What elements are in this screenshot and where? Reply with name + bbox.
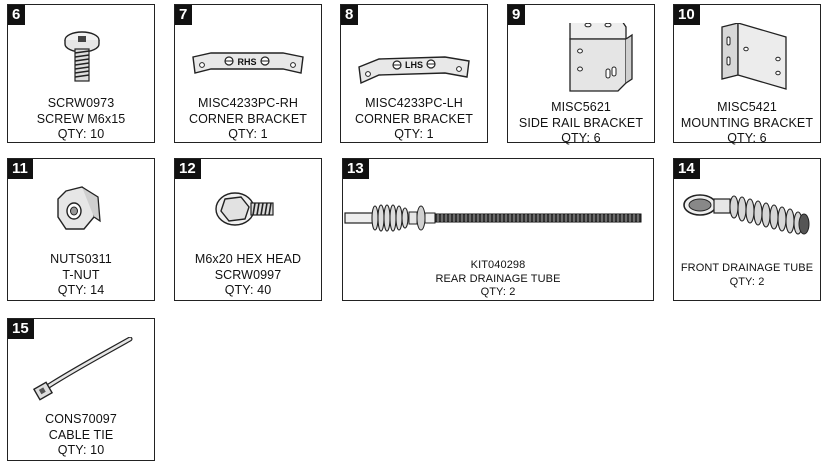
part-description: SCREW M6x15 bbox=[36, 111, 126, 126]
part-card-11: 11 NUTS0311 T-NUT QTY: 14 bbox=[7, 158, 155, 301]
part-code: MISC5421 bbox=[717, 100, 777, 114]
part-description: MOUNTING BRACKET bbox=[680, 115, 814, 130]
part-code: MISC4233PC-RH bbox=[198, 96, 298, 110]
part-number-badge: 10 bbox=[674, 5, 700, 25]
side-rail-bracket-icon bbox=[569, 23, 633, 92]
part-code: CONS70097 bbox=[45, 412, 117, 426]
part-card-8: 8 LHS MISC4233PC-LH CORNER BRACKET QTY: … bbox=[340, 4, 488, 143]
part-quantity: QTY: 2 bbox=[480, 286, 516, 298]
part-code: NUTS0311 bbox=[50, 252, 112, 266]
part-description: T-NUT bbox=[62, 267, 100, 282]
part-code: SCRW0973 bbox=[47, 96, 115, 110]
part-description: CORNER BRACKET bbox=[354, 111, 474, 126]
screw-icon bbox=[64, 31, 100, 82]
part-number-badge: 7 bbox=[175, 5, 193, 25]
part-number-badge: 11 bbox=[8, 159, 33, 179]
part-quantity: QTY: 2 bbox=[729, 275, 765, 288]
part-card-14: 14 FRONT DRAINAGE TUBE QTY: 2 bbox=[673, 158, 821, 301]
mounting-bracket-icon bbox=[721, 23, 787, 90]
part-card-13: 13 bbox=[342, 158, 654, 301]
part-quantity: QTY: 1 bbox=[394, 127, 434, 141]
part-card-7: 7 RHS MISC4233PC-RH CORNER BRACKET QTY: … bbox=[174, 4, 322, 143]
part-quantity: QTY: 10 bbox=[57, 443, 105, 457]
part-quantity: QTY: 14 bbox=[57, 283, 105, 297]
cable-tie-icon bbox=[32, 337, 133, 401]
part-description: CORNER BRACKET bbox=[188, 111, 308, 126]
bracket-stamp: LHS bbox=[405, 60, 423, 70]
part-description: REAR DRAINAGE TUBE bbox=[435, 272, 561, 285]
hex-head-screw-icon bbox=[215, 192, 274, 226]
part-card-9: 9 MISC5621 SIDE RAIL BRACKET QTY: 6 bbox=[507, 4, 655, 145]
rear-drainage-tube-icon bbox=[344, 204, 642, 232]
part-description: FRONT DRAINAGE TUBE bbox=[680, 262, 814, 274]
bracket-stamp: RHS bbox=[237, 57, 256, 67]
part-code: KIT040298 bbox=[470, 259, 526, 271]
part-number-badge: 13 bbox=[343, 159, 369, 179]
part-number-badge: 12 bbox=[175, 159, 201, 179]
part-quantity: QTY: 10 bbox=[57, 127, 105, 141]
part-code: MISC4233PC-LH bbox=[365, 96, 463, 110]
part-description: M6x20 HEX HEAD bbox=[194, 252, 302, 266]
part-card-10: 10 MISC5421 MOUNTING BRACKET QTY: 6 bbox=[673, 4, 821, 145]
part-quantity: QTY: 6 bbox=[561, 131, 601, 145]
part-number-badge: 15 bbox=[8, 319, 34, 339]
corner-bracket-rh-icon: RHS bbox=[192, 52, 304, 74]
part-card-12: 12 M6x20 HEX HEAD SCRW0997 QTY: 40 bbox=[174, 158, 322, 301]
t-nut-icon bbox=[57, 186, 101, 230]
part-code: MISC5621 bbox=[551, 100, 611, 114]
front-drainage-tube-icon bbox=[683, 194, 810, 235]
part-quantity: QTY: 6 bbox=[727, 131, 767, 145]
part-quantity: QTY: 1 bbox=[228, 127, 268, 141]
part-quantity: QTY: 40 bbox=[224, 283, 272, 297]
part-card-6: 6 SCRW0973 SCREW M6x15 QTY: 10 bbox=[7, 4, 155, 143]
part-description: CABLE TIE bbox=[48, 427, 114, 442]
part-number-badge: 14 bbox=[674, 159, 700, 179]
part-card-15: 15 CONS70097 CABLE TIE QTY: 10 bbox=[7, 318, 155, 461]
part-code: SCRW0997 bbox=[214, 267, 282, 282]
part-number-badge: 9 bbox=[508, 5, 526, 25]
part-number-badge: 8 bbox=[341, 5, 359, 25]
part-description: SIDE RAIL BRACKET bbox=[518, 115, 644, 130]
corner-bracket-lh-icon: LHS bbox=[358, 56, 470, 85]
part-number-badge: 6 bbox=[8, 5, 26, 25]
